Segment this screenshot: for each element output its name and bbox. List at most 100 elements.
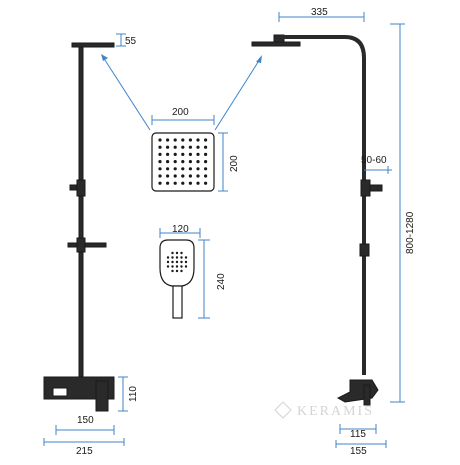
dim-hand-height: 240	[216, 273, 227, 290]
dim-total-height: 800-1280	[405, 211, 416, 254]
dim-mixer-height: 110	[128, 386, 139, 402]
front-shower-head	[71, 42, 115, 48]
dim-bracket-range: 50-60	[361, 155, 387, 166]
hand-nozzle-dot	[184, 256, 188, 259]
arrow-to-front-head	[102, 56, 151, 131]
hand-nozzle-dot	[175, 256, 179, 259]
nozzle-dot	[188, 152, 192, 156]
nozzle-dot	[173, 174, 177, 178]
hand-nozzle-dot	[171, 251, 174, 255]
nozzle-dot	[204, 145, 208, 149]
nozzle-dot	[196, 152, 200, 156]
nozzle-dot	[181, 167, 185, 171]
hand-nozzle-dot	[166, 265, 170, 268]
nozzle-dot	[166, 152, 170, 156]
dim-right-inner-width: 115	[350, 429, 366, 440]
front-mixer-lever	[95, 380, 109, 412]
nozzle-dot	[196, 167, 200, 171]
side-view	[251, 34, 383, 406]
hand-nozzle-dot	[166, 256, 170, 259]
watermark-text: KERAMIS	[297, 404, 374, 419]
shower-head-detail: 200 200	[151, 107, 240, 192]
nozzle-dot	[188, 138, 192, 142]
dim-hand-width: 120	[172, 224, 189, 235]
nozzle-dot	[158, 181, 162, 185]
hand-nozzle-dot	[171, 260, 174, 264]
nozzle-dot	[166, 160, 170, 164]
dim-left-inner-width: 150	[77, 415, 94, 426]
dim-top-offset: 55	[125, 36, 137, 47]
hand-nozzle-dot	[175, 251, 179, 255]
nozzle-dot	[181, 174, 185, 178]
dim-left-outer-width: 215	[76, 446, 93, 457]
hand-nozzle-dot	[180, 269, 183, 273]
dim-arm-length: 335	[311, 7, 328, 18]
nozzle-dot	[188, 174, 192, 178]
nozzle-dot	[181, 152, 185, 156]
hand-nozzle-dot	[171, 265, 174, 268]
dim-head-width: 200	[172, 107, 189, 118]
nozzle-dot	[196, 174, 200, 178]
nozzle-dot	[204, 160, 208, 164]
hand-nozzle-dot	[184, 260, 188, 264]
pointer-arrows	[101, 54, 262, 131]
nozzle-dot	[181, 181, 185, 185]
front-diverter-knob	[69, 184, 78, 191]
side-shower-head	[251, 41, 301, 47]
side-dimensions: 335 50-60 800-1280 115 155	[278, 7, 416, 457]
hand-nozzle-dot	[180, 251, 183, 255]
nozzle-dot	[158, 160, 162, 164]
nozzle-dot	[173, 160, 177, 164]
nozzle-dot	[158, 138, 162, 142]
front-holder-clamp	[76, 237, 86, 253]
side-arm-and-column	[279, 35, 366, 375]
nozzle-dot	[173, 138, 177, 142]
arrow-head-side	[256, 55, 262, 63]
nozzle-dot	[166, 138, 170, 142]
hand-nozzle-dot	[175, 269, 179, 273]
hand-nozzle-dot	[166, 260, 170, 264]
nozzle-dot	[166, 174, 170, 178]
nozzle-dot	[188, 181, 192, 185]
dim-head-height: 200	[229, 155, 240, 172]
hand-shower-handle	[172, 285, 183, 319]
hand-shower-detail: 120 240	[159, 224, 227, 319]
nozzle-dot	[181, 138, 185, 142]
nozzle-dot	[196, 160, 200, 164]
nozzle-dot	[188, 160, 192, 164]
dim-right-outer-width: 155	[350, 446, 367, 457]
hand-nozzle-dot	[184, 265, 188, 268]
hand-nozzle-dot	[171, 256, 174, 259]
nozzle-dot	[204, 181, 208, 185]
nozzle-dot	[158, 167, 162, 171]
nozzle-dot	[158, 174, 162, 178]
nozzle-dot	[188, 167, 192, 171]
front-dimensions: 55 110 150 215	[43, 33, 139, 457]
side-bracket	[360, 179, 371, 197]
hand-nozzle-dot	[180, 256, 183, 259]
side-mixer-lever	[363, 384, 371, 406]
side-mixer-body	[336, 379, 379, 403]
nozzle-dot	[196, 145, 200, 149]
nozzle-dot	[188, 145, 192, 149]
front-diverter	[76, 179, 86, 197]
hand-nozzle-dot	[180, 265, 183, 268]
nozzle-dot	[166, 167, 170, 171]
front-holder-shelf	[67, 242, 107, 248]
nozzle-dot	[173, 167, 177, 171]
nozzle-dot	[204, 138, 208, 142]
nozzle-dot	[196, 138, 200, 142]
nozzle-dot	[173, 181, 177, 185]
side-bracket-knob	[369, 184, 383, 192]
front-mixer-spout	[52, 387, 68, 397]
hand-shower-nozzles	[166, 251, 188, 273]
nozzle-dot	[158, 152, 162, 156]
nozzle-dot	[181, 145, 185, 149]
nozzle-dot	[204, 167, 208, 171]
nozzle-dot	[196, 181, 200, 185]
hand-nozzle-dot	[180, 260, 183, 264]
front-column-pipe	[78, 46, 84, 378]
hand-nozzle-dot	[171, 269, 174, 273]
